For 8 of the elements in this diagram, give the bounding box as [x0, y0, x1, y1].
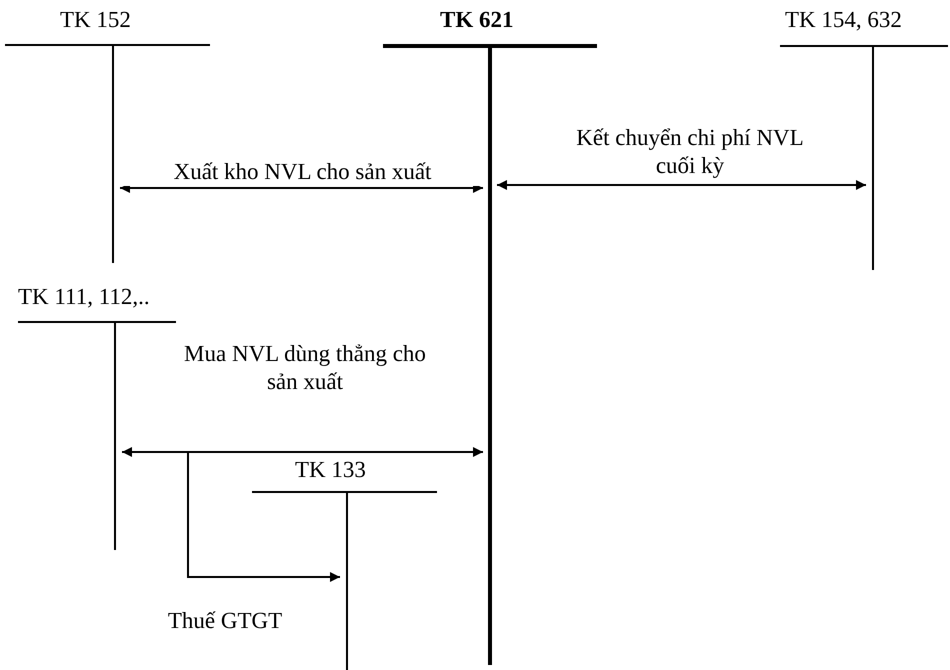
arrow: [497, 180, 866, 190]
account-title: TK 621: [440, 6, 514, 34]
account-title: TK 111, 112,..: [18, 283, 150, 311]
account-title: TK 152: [60, 6, 131, 34]
arrow: [122, 451, 340, 582]
arrow: [122, 447, 483, 457]
account-title: TK 154, 632: [785, 6, 902, 34]
account-title: TK 133: [295, 456, 366, 484]
